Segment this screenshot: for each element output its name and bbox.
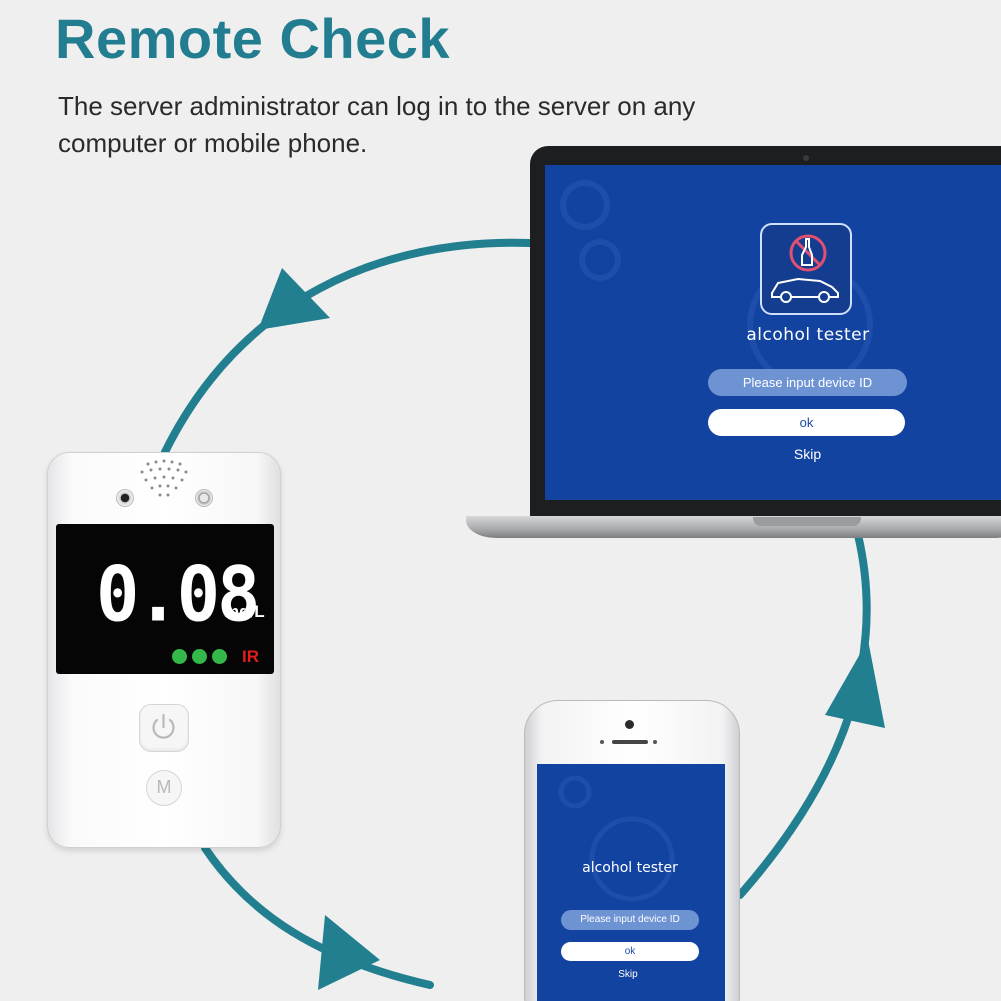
- arrowhead-bottom-left-icon: [318, 915, 380, 990]
- phone-device-id-input[interactable]: Please input device ID: [561, 910, 699, 930]
- device-display: [56, 524, 274, 674]
- phone-app-title: alcohol tester: [582, 860, 678, 876]
- phone-speaker: [612, 740, 648, 744]
- status-light: [172, 649, 187, 664]
- laptop-app-title: alcohol tester: [746, 325, 870, 345]
- phone-ok-button[interactable]: ok: [561, 942, 699, 961]
- alcohol-reading: 0.08: [96, 549, 260, 639]
- status-light: [212, 649, 227, 664]
- arc-top-left: [161, 238, 534, 456]
- laptop-base: [466, 516, 1001, 538]
- page-description: The server administrator can log in to t…: [58, 91, 696, 158]
- phone-camera: [625, 720, 634, 729]
- laptop-ok-button[interactable]: ok: [708, 409, 905, 436]
- arc-bottom-left: [201, 844, 434, 989]
- camera-sensor-icon: [116, 489, 134, 507]
- ir-label: IR: [242, 647, 259, 666]
- phone-sensor: [653, 740, 657, 744]
- power-icon: [152, 713, 175, 739]
- reading-unit: mg/L: [224, 602, 265, 621]
- arrowhead-top-left-icon: [258, 268, 330, 330]
- status-light: [192, 649, 207, 664]
- phone-screen: [537, 764, 725, 1001]
- laptop-device-id-input[interactable]: Please input device ID: [708, 369, 907, 396]
- laptop-screen: [545, 165, 1001, 500]
- phone-sensor: [600, 740, 604, 744]
- arrowhead-right-icon: [825, 640, 885, 728]
- page-title: Remote Check: [55, 7, 451, 70]
- gear-watermark-icon: [558, 775, 675, 902]
- mode-button[interactable]: M: [146, 770, 182, 806]
- app-icon[interactable]: [760, 223, 852, 315]
- laptop-skip-link[interactable]: Skip: [793, 446, 822, 462]
- no-drink-driving-icon: [771, 234, 839, 303]
- laptop-camera: [803, 155, 809, 161]
- phone-skip-link[interactable]: Skip: [618, 969, 638, 980]
- power-button[interactable]: [139, 704, 189, 752]
- laptop-notch: [753, 517, 861, 526]
- speaker-grille-icon: [140, 459, 188, 497]
- ir-sensor-icon: [195, 489, 213, 507]
